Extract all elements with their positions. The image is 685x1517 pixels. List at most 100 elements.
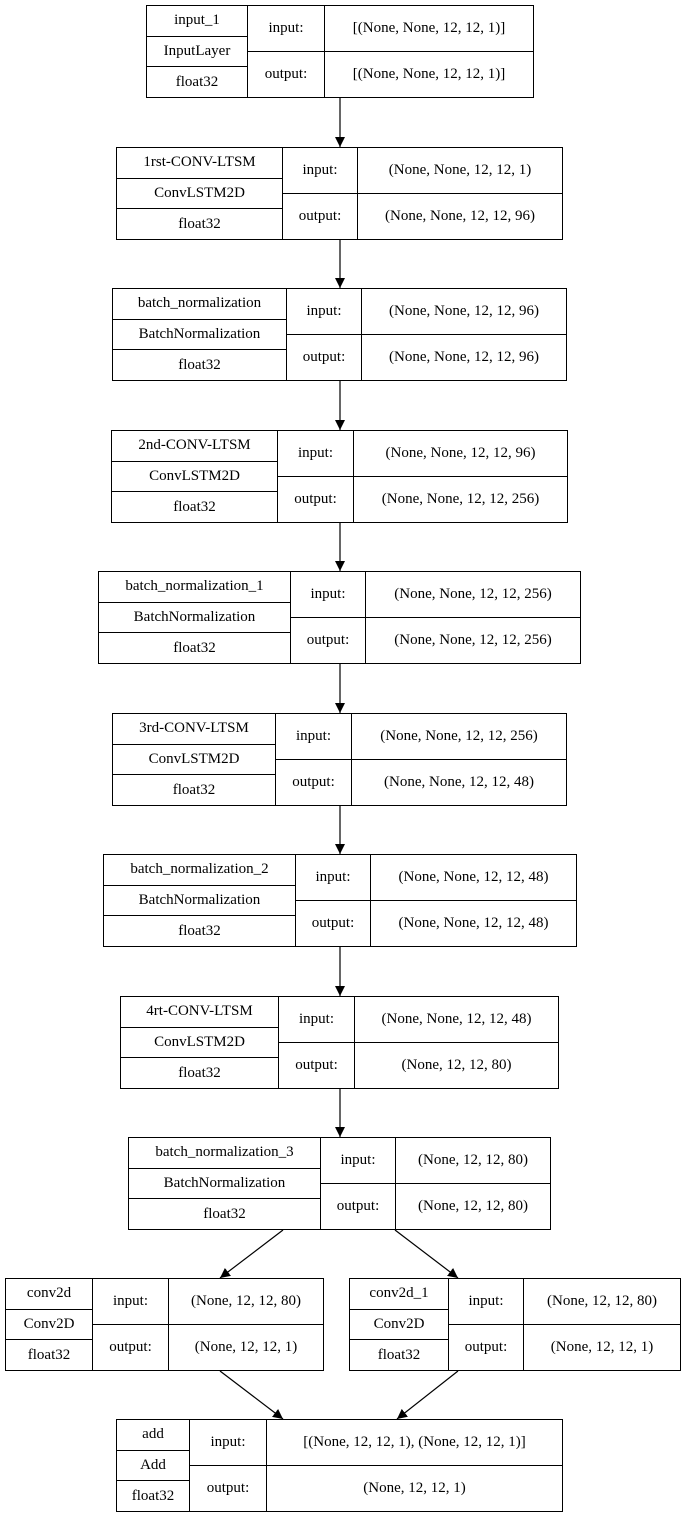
- edge-bn3-to-conv2d_1: [394, 1229, 459, 1279]
- shape-values: [(None, 12, 12, 1), (None, 12, 12, 1)](N…: [267, 1420, 562, 1511]
- shape-labels: input:output:: [291, 572, 366, 663]
- layer-type: ConvLSTM2D: [112, 460, 277, 492]
- layer-name: 3rd-CONV-LTSM: [139, 720, 249, 737]
- input-shape: (None, None, 12, 12, 256): [394, 586, 552, 602]
- layer-dtype: float32: [99, 632, 290, 663]
- layer-type: Conv2D: [6, 1308, 92, 1340]
- output-shape: (None, None, 12, 12, 48): [352, 759, 566, 805]
- output-label: output:: [449, 1324, 523, 1370]
- shape-values: [(None, None, 12, 12, 1)][(None, None, 1…: [325, 6, 533, 97]
- layer-type: BatchNormalization: [104, 884, 295, 916]
- input-shape: (None, None, 12, 12, 96): [385, 445, 536, 461]
- shape-labels: input: output:: [278, 431, 354, 522]
- output-label: output:: [278, 476, 353, 522]
- layer-type: BatchNormalization: [129, 1167, 320, 1199]
- layer-name: batch_normalization_2: [130, 861, 269, 878]
- input-label: input:: [112, 1293, 148, 1309]
- output-shape: (None, None, 12, 12, 48): [371, 900, 576, 946]
- output-label: output:: [296, 900, 370, 946]
- shape-values: (None, 12, 12, 80)(None, 12, 12, 80): [396, 1138, 550, 1229]
- shape-labels: input:output:: [190, 1420, 267, 1511]
- layer-type: BatchNormalization: [113, 318, 286, 350]
- output-shape: (None, 12, 12, 1): [267, 1465, 562, 1511]
- input-label: input:: [310, 586, 346, 602]
- shape-values: (None, None, 12, 12, 48) (None, None, 12,…: [371, 855, 576, 946]
- output-label: output:: [321, 1183, 395, 1229]
- output-label: output:: [248, 51, 324, 97]
- input-shape: (None, None, 12, 12, 1): [388, 162, 532, 178]
- input-label: input:: [302, 162, 338, 178]
- output-shape: (None, None, 12, 12, 96): [358, 193, 562, 239]
- input-shape: (None, 12, 12, 80): [191, 1293, 301, 1309]
- layer-type: ConvLSTM2D: [117, 177, 282, 209]
- shape-labels: input:output:: [279, 997, 355, 1088]
- layer-type: InputLayer: [147, 35, 247, 67]
- shape-labels: input: output:: [296, 855, 371, 946]
- layer-type: ConvLSTM2D: [121, 1026, 278, 1058]
- shape-labels: input: output:: [93, 1279, 169, 1370]
- output-shape: (None, 12, 12, 80): [355, 1042, 558, 1088]
- shape-values: (None, None, 12, 12, 256)(None, None, 12…: [366, 572, 580, 663]
- shape-labels: input:output:: [287, 289, 362, 380]
- layer-dtype: float32: [121, 1057, 278, 1088]
- layer-type: ConvLSTM2D: [113, 743, 275, 775]
- input-shape: (None, 12, 12, 80): [418, 1152, 528, 1168]
- shape-values: (None, None, 12, 12, 1) (None, None, 12, …: [358, 148, 562, 239]
- shape-values: (None, None, 12, 12, 48) (None, 12, 12, 8…: [355, 997, 558, 1088]
- output-shape: (None, None, 12, 12, 96): [362, 334, 566, 380]
- output-shape: (None, None, 12, 12, 256): [354, 476, 567, 522]
- layer-name: add: [142, 1426, 164, 1443]
- input-shape: (None, None, 12, 12, 96): [389, 303, 539, 319]
- layer-dtype: float32: [350, 1339, 448, 1370]
- layer-type: BatchNormalization: [99, 601, 290, 633]
- input-label: input:: [297, 445, 333, 461]
- input-label: input:: [268, 20, 304, 36]
- layer-type: Add: [117, 1449, 189, 1481]
- input-shape: (None, 12, 12, 80): [547, 1293, 657, 1309]
- shape-labels: input:output:: [276, 714, 352, 805]
- shape-labels: input:output:: [449, 1279, 524, 1370]
- shape-labels: input: output:: [321, 1138, 396, 1229]
- shape-values: (None, None, 12, 12, 96) (None, None, 12,…: [354, 431, 567, 522]
- input-shape: [(None, None, 12, 12, 1)]: [352, 20, 506, 36]
- output-label: output:: [283, 193, 357, 239]
- layer-dtype: float32: [112, 491, 277, 522]
- layer-dtype: float32: [117, 1480, 189, 1511]
- shape-values: (None, None, 12, 12, 96) (None, None, 12,…: [362, 289, 566, 380]
- output-label: output:: [190, 1465, 266, 1511]
- edge-conv2d_1-to-add: [396, 1370, 459, 1420]
- layer-dtype: float32: [117, 208, 282, 239]
- output-shape: (None, 12, 12, 1): [169, 1324, 323, 1370]
- input-label: input:: [306, 303, 342, 319]
- shape-labels: input: output:: [248, 6, 325, 97]
- layer-type: Conv2D: [350, 1308, 448, 1340]
- input-label: input:: [340, 1152, 376, 1168]
- input-shape: (None, None, 12, 12, 48): [398, 869, 549, 885]
- shape-labels: input: output:: [283, 148, 358, 239]
- output-label: output:: [93, 1324, 168, 1370]
- input-shape: (None, None, 12, 12, 48): [381, 1011, 532, 1027]
- layer-dtype: float32: [104, 915, 295, 946]
- output-label: output:: [276, 759, 351, 805]
- input-label: input:: [315, 869, 351, 885]
- output-label: output:: [279, 1042, 354, 1088]
- input-shape: (None, None, 12, 12, 256): [380, 728, 538, 744]
- layer-name: 1rst-CONV-LTSM: [143, 154, 256, 171]
